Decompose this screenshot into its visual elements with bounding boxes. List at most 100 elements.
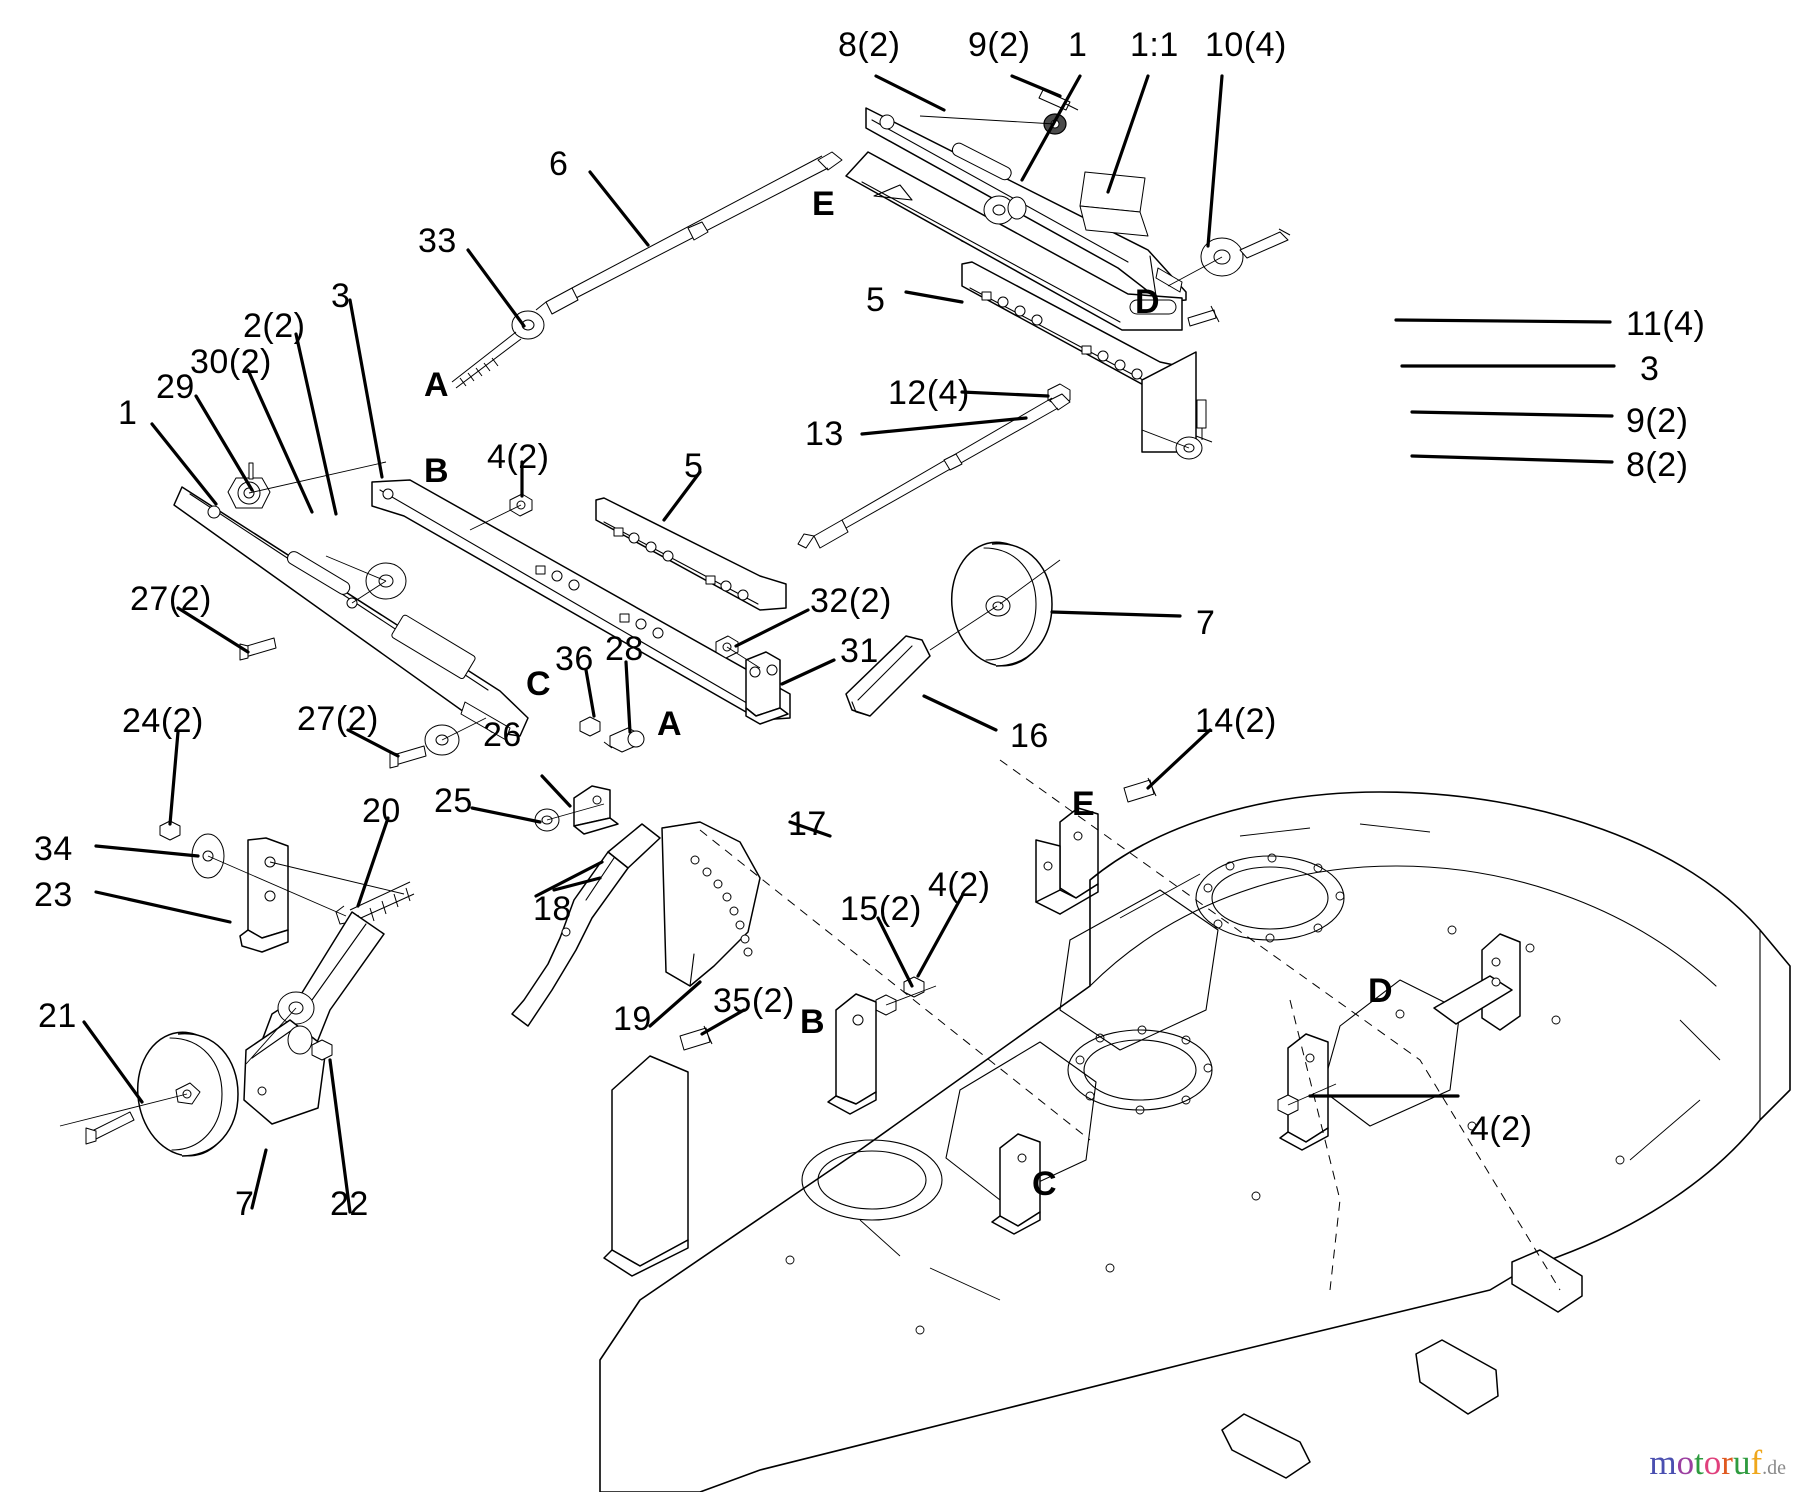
callout-c-12-4: 12(4) — [888, 374, 970, 412]
part-23-bracket — [239, 837, 289, 953]
deck-hidden-lines — [699, 759, 1561, 1291]
callout-c-a-mid: A — [657, 705, 682, 743]
deck-edge-plate-right — [1433, 933, 1521, 1031]
part-26-bracket — [573, 785, 619, 835]
callout-c-24-2: 24(2) — [122, 702, 204, 740]
part-33-eyebolt — [451, 331, 522, 389]
callout-c-13: 13 — [805, 415, 844, 453]
part-6-adjust-rod — [511, 151, 843, 340]
callout-c-c-deck: C — [1032, 1165, 1057, 1203]
part-1-upper-frame-bar — [845, 151, 1183, 331]
callout-c-18: 18 — [533, 890, 572, 928]
part-14-bolt-deck — [1123, 777, 1157, 803]
callout-c-28: 28 — [605, 630, 644, 668]
deck-bracket-b — [827, 993, 877, 1115]
callout-c-15-2: 15(2) — [840, 890, 922, 928]
callout-c-9-2-top: 9(2) — [968, 26, 1031, 64]
watermark-letter-3: o — [1703, 1443, 1722, 1482]
callout-c-27-2-low: 27(2) — [297, 700, 379, 738]
callout-c-4-2-deck: 4(2) — [928, 866, 991, 904]
callout-c-19: 19 — [613, 1000, 652, 1038]
callout-c-34: 34 — [34, 830, 73, 868]
site-watermark: motoruf.de — [1649, 1445, 1786, 1480]
callout-c-8-2-right: 8(2) — [1626, 446, 1689, 484]
deck-spindle-1 — [1195, 853, 1345, 943]
watermark-letter-5: u — [1732, 1443, 1751, 1482]
callout-c-23: 23 — [34, 876, 73, 914]
deck-edge-plate-lower — [1221, 1249, 1583, 1479]
part-17-deflector — [661, 821, 761, 987]
callout-c-36: 36 — [555, 640, 594, 678]
callout-c-b-deck: B — [800, 1003, 825, 1041]
callout-c-1-top: 1 — [1068, 26, 1088, 64]
callout-c-20: 20 — [362, 792, 401, 830]
part-5-adjust-plate-mid — [595, 497, 787, 611]
callout-c-35-2: 35(2) — [713, 982, 795, 1020]
part-22-nut — [311, 1039, 333, 1061]
callout-c-e: E — [812, 185, 835, 223]
callout-c-b-left: B — [424, 452, 449, 490]
callout-c-11-4: 11(4) — [1626, 305, 1706, 343]
watermark-letter-4: r — [1721, 1443, 1733, 1482]
callout-c-1-1: 1:1 — [1130, 26, 1179, 64]
callout-c-6: 6 — [549, 145, 569, 183]
part-1-lower-lift-arm — [173, 486, 529, 741]
callout-c-33: 33 — [418, 222, 457, 260]
part-21-bolt — [85, 1111, 135, 1145]
watermark-letters: motoruf — [1649, 1445, 1762, 1480]
callout-c-9-2-right: 9(2) — [1626, 402, 1689, 440]
callout-c-17: 17 — [788, 805, 827, 843]
callout-c-d-deck: D — [1368, 972, 1393, 1010]
part-36-nut — [579, 716, 601, 737]
callout-c-31: 31 — [840, 632, 879, 670]
deck-interior-lines — [785, 823, 1721, 1335]
callout-c-3-left: 3 — [331, 277, 351, 315]
callout-c-10-4: 10(4) — [1205, 26, 1287, 64]
mower-deck — [599, 791, 1791, 1492]
thin-leaders — [59, 115, 1337, 1127]
callout-c-1-left: 1 — [118, 394, 138, 432]
callout-c-16: 16 — [1010, 717, 1049, 755]
callout-c-25: 25 — [434, 782, 473, 820]
watermark-letter-2: t — [1694, 1443, 1704, 1482]
callout-c-26: 26 — [483, 716, 522, 754]
callout-c-5-upper: 5 — [866, 281, 886, 319]
callout-c-d-top: D — [1135, 283, 1160, 321]
deck-rib-c — [991, 1133, 1041, 1235]
callout-c-7-left: 7 — [235, 1185, 255, 1223]
callout-c-e-deck: E — [1072, 785, 1095, 823]
part-11-bolt-upper — [1187, 305, 1220, 327]
callout-c-32-2: 32(2) — [810, 582, 892, 620]
callout-c-c-mid: C — [526, 665, 551, 703]
watermark-letter-1: o — [1676, 1443, 1695, 1482]
leader-lines — [82, 74, 1616, 1214]
part-1-1-decal — [1079, 171, 1149, 237]
callout-c-5-mid: 5 — [684, 447, 704, 485]
part-18-rod — [511, 823, 661, 1027]
callout-c-4-2-low: 4(2) — [1470, 1110, 1533, 1148]
callout-c-2-2: 2(2) — [243, 307, 306, 345]
callout-c-22: 22 — [330, 1185, 369, 1223]
part-9-rivet-right — [1195, 399, 1213, 443]
watermark-letter-0: m — [1649, 1443, 1677, 1482]
callout-c-a-left: A — [424, 366, 449, 404]
deck-spindle-2 — [1067, 1025, 1213, 1115]
part-27-bolt-lower — [389, 745, 427, 769]
part-10-bolt-bushing-upper — [1200, 228, 1291, 277]
callout-c-7-right: 7 — [1196, 604, 1216, 642]
watermark-letter-6: f — [1750, 1443, 1763, 1482]
deck-spindle-3 — [801, 1139, 943, 1221]
callout-c-29: 29 — [156, 368, 195, 406]
part-28-pin — [603, 727, 645, 753]
callout-c-14-2: 14(2) — [1195, 702, 1277, 740]
callout-c-8-2-top: 8(2) — [838, 26, 901, 64]
part-7-hub-left — [243, 1019, 327, 1125]
callout-c-27-2-up: 27(2) — [130, 580, 212, 618]
deck-rib-d — [1279, 1033, 1329, 1151]
deck-bracket-e — [1035, 807, 1099, 915]
callout-c-21: 21 — [38, 997, 77, 1035]
callout-c-3-right: 3 — [1640, 350, 1660, 388]
watermark-suffix: .de — [1762, 1457, 1786, 1479]
